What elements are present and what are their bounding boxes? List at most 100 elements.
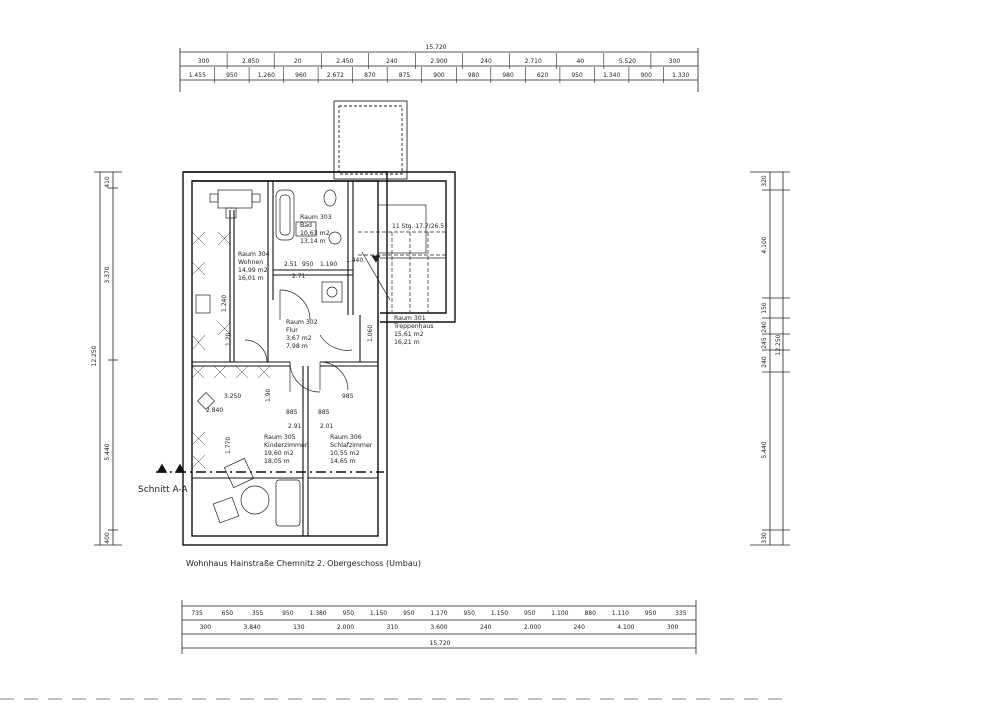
bottom-dim-row1-14: 1.110	[612, 610, 629, 617]
top-dim-row1-6: 240	[480, 58, 492, 65]
bottom-dim-row1-4: 1.380	[310, 610, 327, 617]
svg-text:7,98 m: 7,98 m	[286, 343, 308, 350]
top-dim-row2-14: 1.330	[672, 72, 689, 79]
bottom-dim-row1-11: 950	[524, 610, 536, 617]
living-furniture	[195, 189, 261, 314]
svg-text:Wohnen: Wohnen	[238, 259, 263, 266]
bottom-dim-row2-10: 300	[667, 624, 679, 631]
bottom-dimension-chain	[181, 600, 697, 654]
bottom-dim-row1-3: 950	[282, 610, 294, 617]
svg-text:16,01 m: 16,01 m	[238, 275, 264, 282]
top-dim-row1-7: 2.710	[525, 58, 542, 65]
left-dim-1: 3.370	[104, 266, 111, 283]
svg-text:2.91: 2.91	[288, 423, 302, 430]
room-303-label: Raum 303 Bad 10,63 m2 13,14 m	[300, 214, 332, 245]
svg-text:14,65 m: 14,65 m	[330, 458, 356, 465]
bottom-dim-row1-10: 1.150	[491, 610, 508, 617]
bottom-dim-row1-7: 950	[403, 610, 415, 617]
svg-text:1.90: 1.90	[265, 388, 272, 402]
room-306-label: Raum 306 Schlafzimmer 10,55 m2 14,65 m	[330, 434, 373, 465]
top-dim-row2-12: 1.340	[603, 72, 620, 79]
right-dim-7: 330	[761, 532, 768, 544]
bottom-dim-row1-16: 335	[675, 610, 687, 617]
top-dim-row2-0: 1.455	[189, 72, 206, 79]
svg-text:Raum 306: Raum 306	[330, 434, 362, 441]
svg-text:Kinderzimmer: Kinderzimmer	[264, 442, 308, 449]
bottom-dim-row2-8: 240	[573, 624, 585, 631]
interior-dimensions: 2.51 950 1.190 2.71 1.240 1.20 2.840 885…	[206, 257, 374, 454]
svg-text:Treppenhaus: Treppenhaus	[393, 323, 434, 330]
bottom-dim-row1-1: 650	[222, 610, 234, 617]
left-dim-total: 12.250	[91, 345, 98, 366]
stairwell	[358, 204, 446, 312]
top-dim-row2-3: 960	[295, 72, 307, 79]
svg-text:2.01: 2.01	[320, 423, 334, 430]
bottom-dim-row2-6: 240	[480, 624, 492, 631]
top-dim-row2-4: 2.672	[327, 72, 344, 79]
svg-text:Flur: Flur	[286, 327, 298, 334]
svg-text:19,60 m2: 19,60 m2	[264, 450, 294, 457]
right-dim-total: 12.250	[775, 334, 782, 355]
svg-text:2.840: 2.840	[206, 407, 223, 414]
right-dimension-chain	[750, 171, 790, 546]
bottom-dim-row1-12: 1.100	[551, 610, 568, 617]
svg-text:Raum 301: Raum 301	[394, 315, 426, 322]
svg-text:15,61 m2: 15,61 m2	[394, 331, 424, 338]
top-dim-row2-6: 875	[399, 72, 411, 79]
svg-text:3.250: 3.250	[224, 393, 241, 400]
svg-text:3,67 m2: 3,67 m2	[286, 335, 312, 342]
room-304-label: Raum 304 Wohnen 14,99 m2 16,01 m	[238, 251, 270, 282]
svg-text:1.060: 1.060	[367, 325, 374, 342]
svg-text:1.190: 1.190	[320, 261, 337, 268]
bottom-dim-row1-2: 355	[252, 610, 264, 617]
right-dim-6: 5.440	[761, 441, 768, 458]
section-label: Schnitt A-A	[138, 485, 188, 495]
children-room-furniture	[197, 392, 301, 527]
svg-text:10,55 m2: 10,55 m2	[330, 450, 360, 457]
svg-text:985: 985	[342, 393, 354, 400]
door-swings	[244, 289, 353, 393]
top-dimension-chain	[179, 48, 699, 92]
left-dim-0: 410	[104, 176, 111, 188]
room-302-label: Raum 302 Flur 3,67 m2 7,98 m	[286, 319, 318, 350]
right-dim-3: 240	[761, 321, 768, 333]
top-dim-row2-9: 980	[502, 72, 514, 79]
bottom-dim-row2-9: 4.100	[617, 624, 634, 631]
bottom-dim-row1-5: 950	[343, 610, 355, 617]
svg-text:Schlafzimmer: Schlafzimmer	[330, 442, 373, 449]
svg-text:Raum 302: Raum 302	[286, 319, 318, 326]
bottom-dim-row2-5: 3.600	[430, 624, 447, 631]
right-dim-0: 320	[761, 175, 768, 187]
top-dim-row2-10: 620	[537, 72, 549, 79]
interior-walls	[192, 181, 379, 536]
svg-text:Raum 305: Raum 305	[264, 434, 296, 441]
svg-text:Raum 303: Raum 303	[300, 214, 332, 221]
bottom-dim-row2-7: 2.000	[524, 624, 541, 631]
svg-text:1.20: 1.20	[225, 332, 232, 346]
section-line	[156, 463, 384, 473]
svg-text:2.71: 2.71	[292, 273, 306, 280]
bottom-dim-row1-15: 950	[645, 610, 657, 617]
right-dim-2: 150	[761, 302, 768, 314]
right-dim-4: 245	[761, 337, 768, 349]
svg-text:14,99 m2: 14,99 m2	[238, 267, 268, 274]
svg-text:950: 950	[302, 261, 314, 268]
top-dim-row1-10: 300	[669, 58, 681, 65]
bottom-dim-row2-2: 130	[293, 624, 305, 631]
top-dim-row2-8: 980	[468, 72, 480, 79]
left-dim-4: 400	[104, 532, 111, 544]
stair-label: 11 Stg. 17.7/26.5	[392, 223, 444, 230]
balcony	[333, 100, 408, 180]
bottom-dim-row1-6: 1.150	[370, 610, 387, 617]
top-dim-row2-13: 900	[640, 72, 652, 79]
bottom-dim-row2-0: 300	[200, 624, 212, 631]
svg-text:Raum 304: Raum 304	[238, 251, 270, 258]
room-305-label: Raum 305 Kinderzimmer 19,60 m2 18,05 m	[264, 434, 308, 465]
svg-text:2.51: 2.51	[284, 261, 298, 268]
bottom-dim-row1-9: 950	[463, 610, 475, 617]
bottom-dim-row2-1: 3.840	[244, 624, 261, 631]
top-dim-row2-11: 950	[571, 72, 583, 79]
bottom-dim-row2-4: 310	[387, 624, 399, 631]
bottom-dim-row2-3: 2.000	[337, 624, 354, 631]
svg-text:1.770: 1.770	[225, 437, 232, 454]
